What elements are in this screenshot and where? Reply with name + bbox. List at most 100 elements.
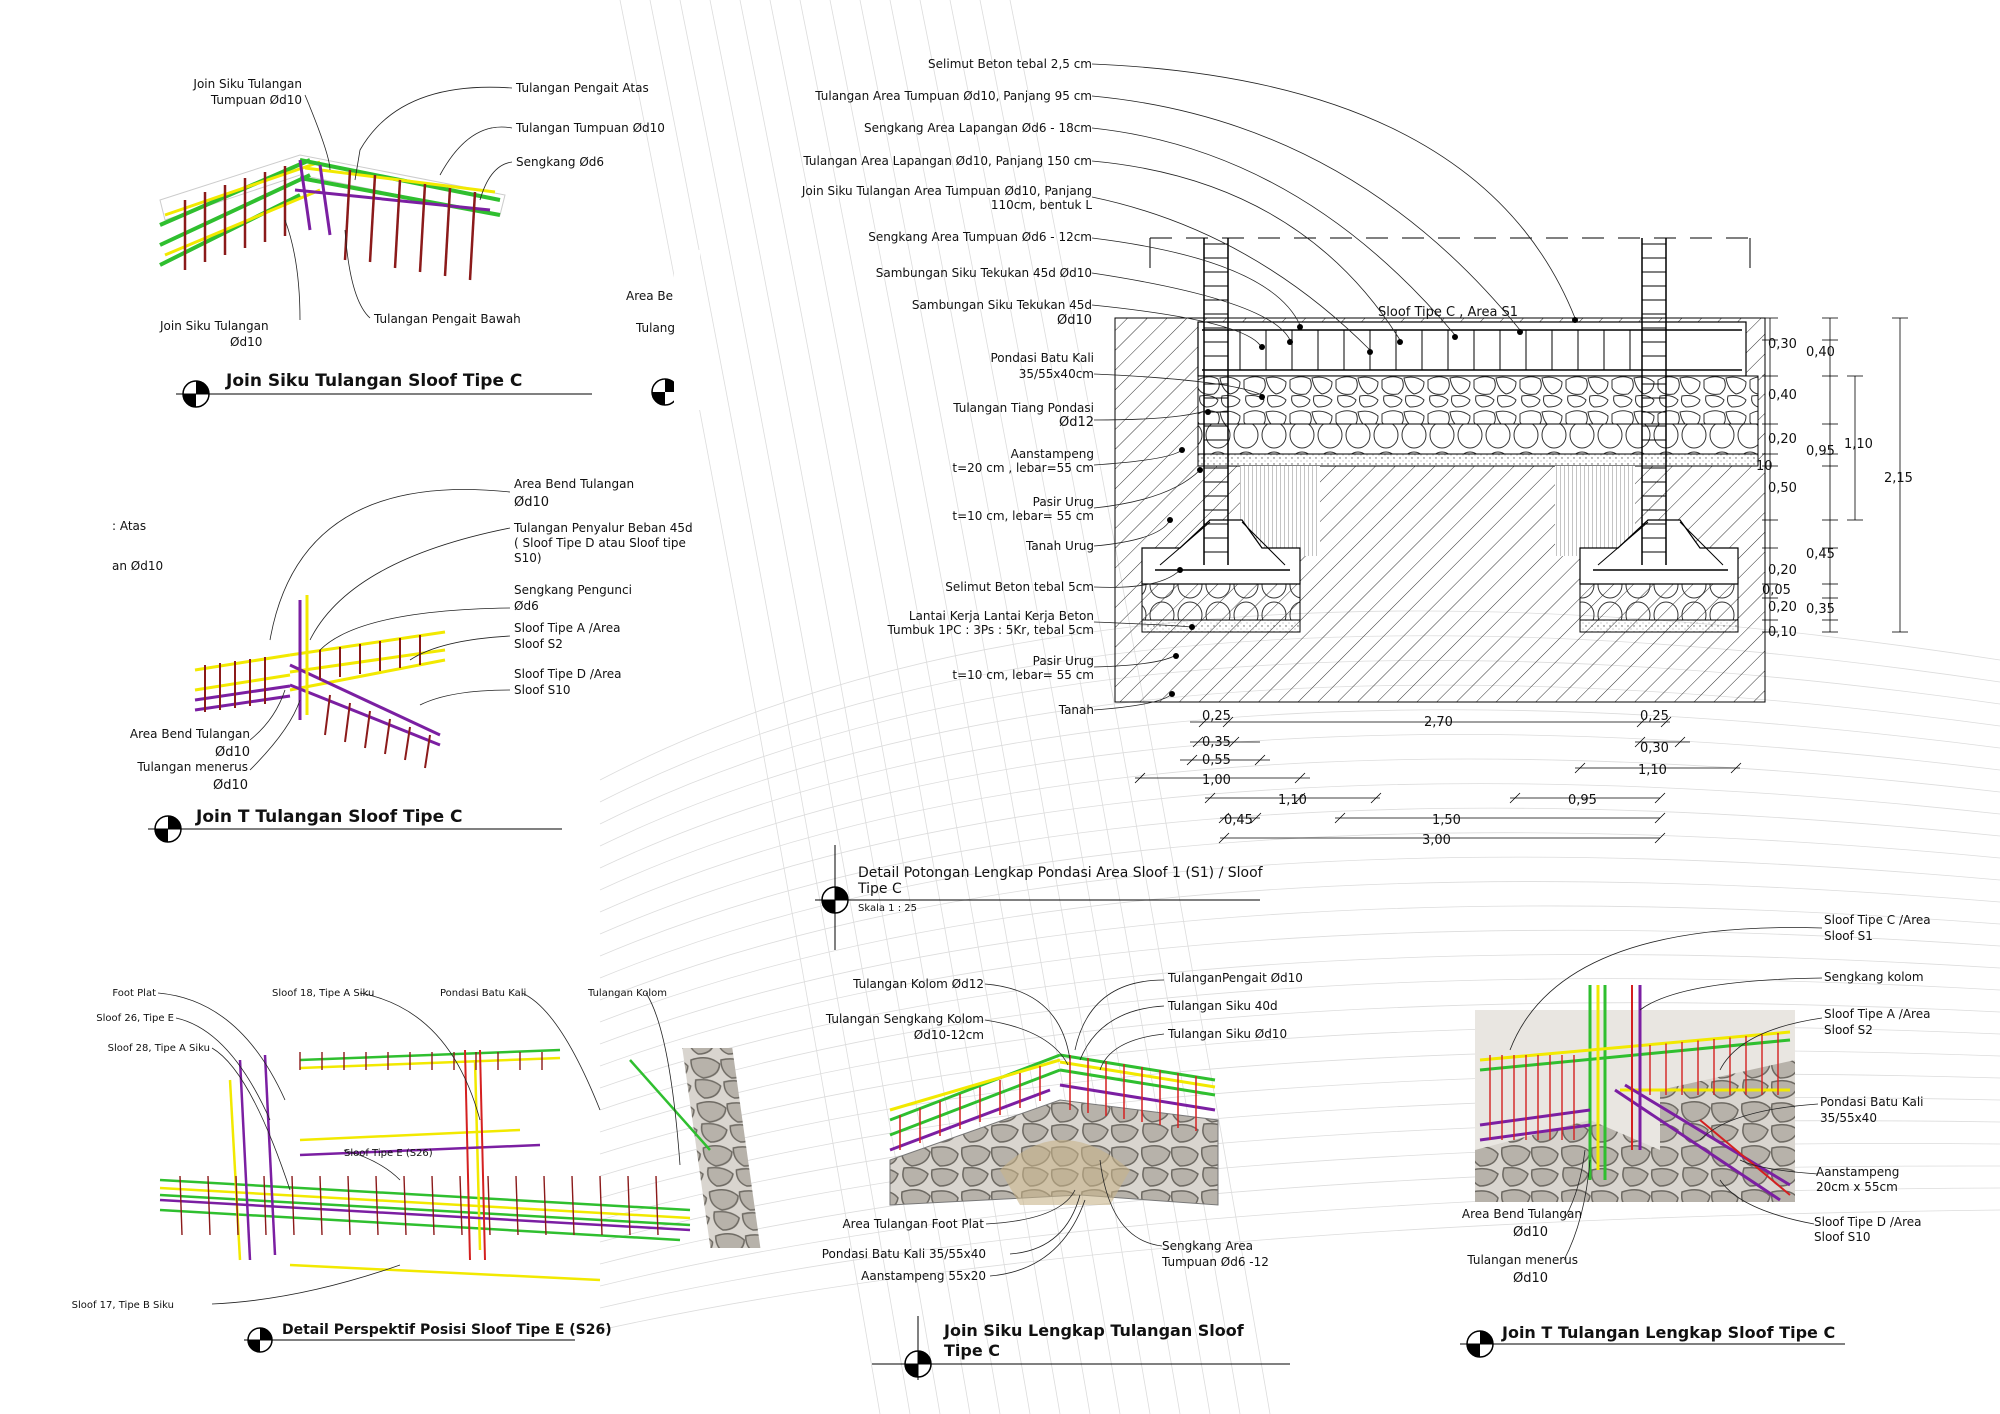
p1-label-1: Tumpuan Ød10 xyxy=(210,93,302,107)
p4-label-2: Tulangan Siku 40d xyxy=(1167,999,1278,1013)
t-lengkap-model xyxy=(1475,985,1795,1202)
p5-label-9: Area Bend Tulangan xyxy=(1462,1207,1582,1221)
dim-tick xyxy=(1509,792,1521,804)
p5-label-1: Sloof S1 xyxy=(1824,929,1873,943)
background-curve xyxy=(599,1187,2000,1309)
section-title-1: Detail Potongan Lengkap Pondasi Area Slo… xyxy=(858,865,1264,881)
rebar-tie xyxy=(375,1175,379,1236)
dim-b-3: 0,35 xyxy=(1202,735,1231,750)
p3-label-5: Sloof 28, Tipe A Siku xyxy=(108,1043,210,1054)
p2-label-7: Sloof Tipe A /Area xyxy=(514,621,620,635)
dim-b-5: 0,55 xyxy=(1202,753,1231,768)
dim-tick xyxy=(1660,716,1672,728)
p4-label-9: Sengkang Area xyxy=(1162,1239,1253,1253)
rebar-tie xyxy=(459,1175,463,1236)
dim-r-3: 0,20 xyxy=(1768,432,1797,447)
dim-r-14: 0,10 xyxy=(1768,625,1797,640)
dim-tick xyxy=(1250,812,1262,824)
sec-callout-11: 35/55x40cm xyxy=(1019,367,1094,381)
p3-label-6: Sloof Tipe E (S26) xyxy=(344,1148,433,1159)
sec-callout-1: Tulangan Area Tumpuan Ød10, Panjang 95 c… xyxy=(814,89,1092,103)
dim-tick xyxy=(1294,792,1306,804)
p4-label-0: Tulangan Kolom Ød12 xyxy=(852,977,984,991)
section-marker-icon xyxy=(815,845,1260,950)
background-curve xyxy=(599,905,2000,1045)
dim-b-1: 2,70 xyxy=(1424,715,1453,730)
section-dims-bottom xyxy=(1134,716,1742,844)
rebar-tie xyxy=(347,1175,351,1236)
p5-label-12: Sloof S10 xyxy=(1814,1230,1871,1244)
p1-label-6: Ød10 xyxy=(230,335,262,349)
background-curve xyxy=(599,954,2000,1089)
p2-label-6: Ød6 xyxy=(514,599,539,613)
panel-join-t-lengkap: Sloof Tipe C /Area Sloof S1 Sengkang kol… xyxy=(1460,913,1931,1358)
dim-b-6: 1,10 xyxy=(1638,763,1667,778)
dim-b-7: 1,00 xyxy=(1202,773,1231,788)
background-curve xyxy=(599,832,2000,979)
p4-label-7: Pondasi Batu Kali 35/55x40 xyxy=(822,1247,986,1261)
rebar-tie xyxy=(291,1175,295,1236)
sec-callout-24: Tanah xyxy=(1058,703,1094,717)
sec-callout-8: Sambungan Siku Tekukan 45d xyxy=(912,298,1092,312)
rebar-tie xyxy=(487,1175,491,1236)
dim-tick xyxy=(1218,832,1230,844)
p3-title: Detail Perspektif Posisi Sloof Tipe E (S… xyxy=(282,1322,612,1338)
p2-label-14: Ød10 xyxy=(213,778,248,793)
p4-label-1: TulanganPengait Ød10 xyxy=(1167,971,1303,985)
dim-b-8: 1,10 xyxy=(1278,793,1307,808)
rebar-join-siku-model xyxy=(159,154,506,281)
sloof-type-label: Sloof Tipe C , Area S1 xyxy=(1378,305,1518,320)
background-curve xyxy=(619,0,881,1414)
dim-r-13: 0,35 xyxy=(1806,602,1835,617)
sec-callout-7: Sambungan Siku Tekukan 45d Ød10 xyxy=(876,266,1092,280)
dim-tick xyxy=(1574,762,1586,774)
rebar-tie xyxy=(543,1175,547,1236)
dim-r-1: 0,40 xyxy=(1806,345,1835,360)
background-curve xyxy=(599,856,2000,1001)
p5-label-13: Tulangan menerus xyxy=(1466,1253,1578,1267)
sec-callout-21: Tumbuk 1PC : 3Ps : 5Kr, tebal 5cm xyxy=(887,623,1095,637)
p1-label-3: Tulangan Tumpuan Ød10 xyxy=(515,121,665,135)
p3-label-0: Foot Plat xyxy=(112,988,156,999)
p2-label-10: Sloof S10 xyxy=(514,683,571,697)
dim-tick xyxy=(1654,792,1666,804)
panel-partial-hidden: Area Be Tulang xyxy=(626,250,700,410)
sec-callout-19: Selimut Beton tebal 5cm xyxy=(945,580,1094,594)
sec-callout-3: Tulangan Area Lapangan Ød10, Panjang 150… xyxy=(802,154,1092,168)
perspective-rebar-model xyxy=(159,1048,761,1282)
sec-callout-2: Sengkang Area Lapangan Ød6 - 18cm xyxy=(864,121,1092,135)
p2-label-1: Ød10 xyxy=(514,495,549,510)
dim-b-12: 3,00 xyxy=(1422,833,1451,848)
p2-label-8: Sloof S2 xyxy=(514,637,563,651)
panel4-leaders xyxy=(984,979,1165,1277)
background-curve xyxy=(599,783,2000,935)
p2-title: Join T Tulangan Sloof Tipe C xyxy=(195,807,463,827)
sec-callout-0: Selimut Beton tebal 2,5 cm xyxy=(928,57,1092,71)
panel2-leaders xyxy=(249,489,511,771)
p2-label-16: an Ød10 xyxy=(112,559,163,573)
section-marker-icon xyxy=(651,378,679,406)
dim-tick xyxy=(1674,736,1686,748)
sec-callout-23: t=10 cm, lebar= 55 cm xyxy=(952,668,1094,682)
section-marker-icon xyxy=(244,1327,575,1353)
p2-label-9: Sloof Tipe D /Area xyxy=(514,667,622,681)
p1-label-2: Tulangan Pengait Atas xyxy=(515,81,649,95)
dim-b-0: 0,25 xyxy=(1202,709,1231,724)
dim-tick xyxy=(1334,812,1346,824)
dim-b-2: 0,25 xyxy=(1640,709,1669,724)
section-dims-right xyxy=(1762,317,1908,633)
p2-label-2: Tulangan Penyalur Beban 45d xyxy=(513,521,693,535)
rebar-tie xyxy=(571,1175,575,1236)
sec-callout-5: 110cm, bentuk L xyxy=(991,198,1093,212)
aanstampeng-layer xyxy=(1197,423,1759,455)
p5-label-2: Sengkang kolom xyxy=(1824,970,1924,984)
p1-label-4: Sengkang Ød6 xyxy=(516,155,604,169)
rebar-tie xyxy=(207,1175,211,1236)
section-leader-dots xyxy=(1167,317,1578,697)
p4-label-5: Tulangan Siku Ød10 xyxy=(1167,1027,1287,1041)
p5-label-4: Sloof S2 xyxy=(1824,1023,1873,1037)
section-marker-icon xyxy=(872,1316,1290,1380)
p1-title: Join Siku Tulangan Sloof Tipe C xyxy=(225,371,522,391)
rebar-tie xyxy=(235,1175,239,1236)
panel3-leaders xyxy=(157,992,681,1305)
